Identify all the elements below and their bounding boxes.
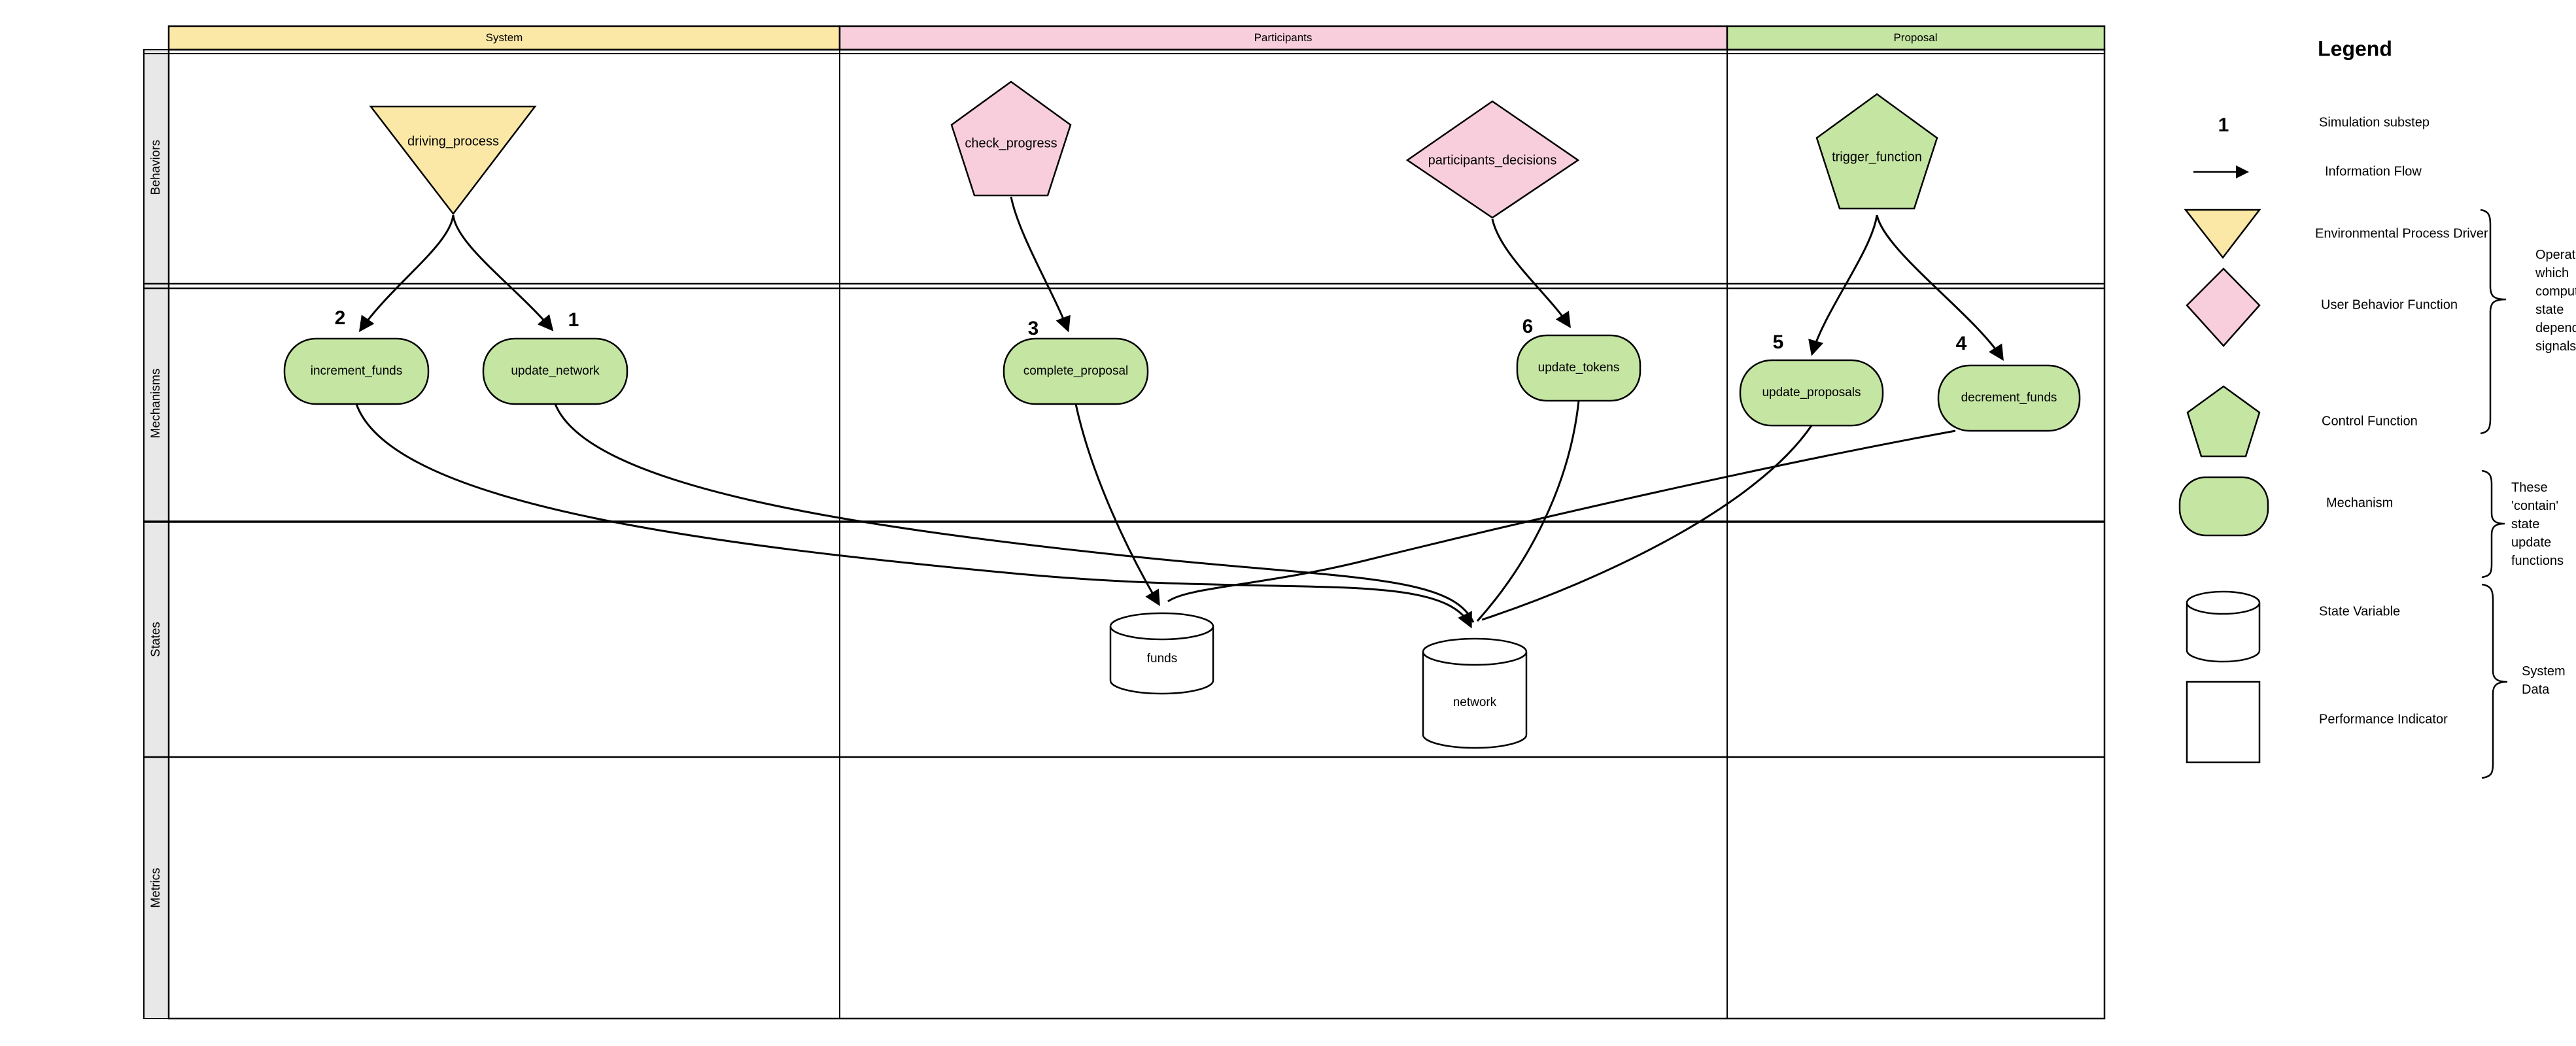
column-header-system-bg xyxy=(167,25,841,51)
increment-funds-label: increment_funds xyxy=(310,364,403,378)
funds-label: funds xyxy=(1146,652,1178,666)
legend-label-state-variable: State Variable xyxy=(2319,604,2401,619)
brace-state-update xyxy=(2481,469,2505,579)
legend-state-variable-cylinder-body xyxy=(2186,603,2261,663)
check-progress-pentagon[interactable] xyxy=(950,80,1072,197)
column-header-system: System xyxy=(485,31,523,44)
annotation-line: 'contain' xyxy=(2511,499,2559,513)
substep-number: 1 xyxy=(568,309,579,331)
substep-number: 5 xyxy=(1772,331,1784,353)
flow-update-proposals-to-network xyxy=(1481,425,1813,621)
check-progress-label: check_progress xyxy=(965,136,1057,151)
annotation-line: System xyxy=(2522,664,2566,679)
trigger-function-label: trigger_function xyxy=(1832,150,1922,165)
legend-label-control-function: Control Function xyxy=(2322,414,2418,429)
trigger-function-pentagon[interactable] xyxy=(1815,93,1938,210)
annotation-line: These xyxy=(2511,481,2548,495)
increment-funds-stadium[interactable] xyxy=(283,337,430,405)
lane-label-mechanisms: Mechanisms xyxy=(149,368,163,439)
substep-number: 2 xyxy=(334,307,346,329)
substep-number: 6 xyxy=(1522,316,1534,337)
complete-proposal-stadium[interactable] xyxy=(1003,337,1149,405)
annotation-state-update-functions: These 'contain' state update functions xyxy=(2511,479,2564,570)
lane-label-behaviors: Behaviors xyxy=(149,139,163,195)
flow-complete-proposal-to-funds xyxy=(1074,403,1160,607)
legend-user-behavior-diamond xyxy=(2186,267,2261,347)
flow-check-progress-to-complete-proposal xyxy=(1010,196,1071,333)
information-flows xyxy=(355,196,2004,629)
legend-label-user-behavior-function: User Behavior Function xyxy=(2321,297,2458,312)
legend-label-performance-indicator: Performance Indicator xyxy=(2319,712,2448,727)
lane-label-metrics: Metrics xyxy=(149,868,163,908)
annotation-line: dependent xyxy=(2535,321,2576,335)
annotation-line: functions xyxy=(2511,554,2564,568)
swimlane-grid xyxy=(143,25,2106,1020)
annotation-line: update xyxy=(2511,535,2552,550)
legend-symbols xyxy=(2178,165,2269,764)
legend-label-mechanism: Mechanism xyxy=(2326,496,2394,511)
update-tokens-stadium[interactable] xyxy=(1516,334,1641,402)
legend-control-function-pentagon xyxy=(2186,385,2261,458)
funds-cylinder-body[interactable] xyxy=(1109,626,1214,695)
annotation-line: state xyxy=(2535,303,2564,317)
complete-proposal-label: complete_proposal xyxy=(1023,364,1129,378)
update-proposals-label: update_proposals xyxy=(1762,386,1861,399)
flow-trigger-function-to-decrement-funds xyxy=(1876,214,2004,362)
update-proposals-stadium[interactable] xyxy=(1739,359,1884,427)
legend-label-simulation-substep: Simulation substep xyxy=(2319,115,2430,130)
flow-update-network-to-network xyxy=(554,403,1475,623)
annotation-line: signals xyxy=(2535,339,2576,354)
brace-system-data xyxy=(2481,583,2508,779)
column-header-participants: Participants xyxy=(1254,31,1313,44)
flow-driving-process-to-update-network xyxy=(452,214,554,331)
annotation-system-data: System Data xyxy=(2522,662,2566,699)
network-cylinder-top[interactable] xyxy=(1422,637,1528,666)
flow-driving-process-to-increment-funds xyxy=(358,214,455,332)
annotation-line: compute xyxy=(2535,284,2576,299)
decrement-funds-label: decrement_funds xyxy=(1961,391,2057,405)
state-shapes xyxy=(1109,612,1528,749)
driving-process-label: driving_process xyxy=(407,134,500,149)
update-tokens-label: update_tokens xyxy=(1537,361,1620,375)
substep-number: 4 xyxy=(1955,333,1967,354)
annotation-line: Data xyxy=(2522,683,2550,697)
legend-title: Legend xyxy=(2318,37,2392,61)
update-network-label: update_network xyxy=(511,364,600,378)
diagram-border xyxy=(167,48,2106,1020)
lane-label-states: States xyxy=(149,622,163,657)
network-cylinder-body[interactable] xyxy=(1422,652,1528,749)
column-header-proposal: Proposal xyxy=(1893,31,1938,44)
mechanism-shapes xyxy=(283,334,2081,432)
legend-braces xyxy=(2480,209,2508,779)
legend-performance-indicator-square xyxy=(2186,681,2261,764)
annotation-operators: Operators which compute state dependent … xyxy=(2535,246,2576,356)
legend-state-variable-cylinder-top xyxy=(2186,590,2261,615)
legend-environmental-process-driver-triangle xyxy=(2184,209,2261,260)
update-network-stadium[interactable] xyxy=(482,337,628,405)
brace-operators xyxy=(2480,209,2507,435)
annotation-line: which xyxy=(2535,266,2569,280)
participants-decisions-diamond[interactable] xyxy=(1405,100,1580,219)
legend-label-environmental-process-driver: Environmental Process Driver xyxy=(2315,226,2488,241)
behavior-shapes xyxy=(369,80,1938,219)
flow-decrement-funds-to-funds xyxy=(1167,430,1956,603)
legend-mechanism-stadium xyxy=(2178,476,2269,537)
legend-label-information-flow: Information Flow xyxy=(2325,164,2422,179)
decrement-funds-stadium[interactable] xyxy=(1937,364,2081,432)
flow-increment-funds-to-network xyxy=(355,403,1472,629)
substep-number: 3 xyxy=(1027,318,1039,339)
annotation-line: Operators xyxy=(2535,248,2576,262)
flow-trigger-function-to-update-proposals xyxy=(1808,214,1878,356)
flow-update-tokens-to-network xyxy=(1476,400,1580,622)
funds-cylinder-top[interactable] xyxy=(1109,612,1214,641)
participants-decisions-label: participants_decisions xyxy=(1428,153,1557,168)
legend-substep-sample: 1 xyxy=(2218,114,2229,136)
network-label: network xyxy=(1452,696,1497,709)
driving-process-triangle[interactable] xyxy=(369,105,537,216)
flow-participants-decisions-to-update-tokens xyxy=(1491,218,1571,329)
annotation-line: state xyxy=(2511,517,2540,531)
